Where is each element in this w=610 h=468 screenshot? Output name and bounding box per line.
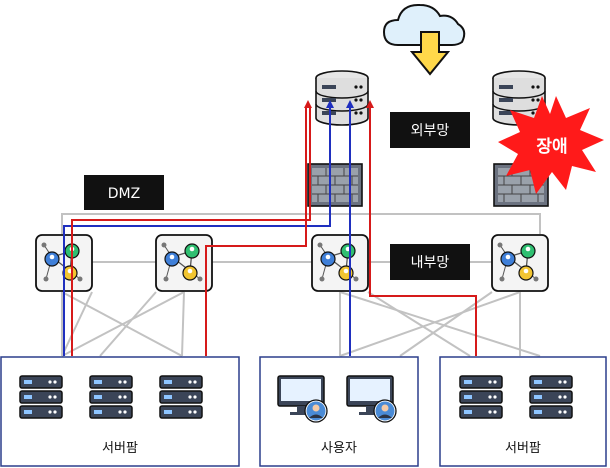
server-rack-icon: [89, 375, 133, 419]
external-network-label: 외부망: [390, 112, 470, 148]
failure-burst-icon: 장애: [498, 96, 604, 194]
users-zone: 사용자: [259, 356, 419, 467]
server-rack-icon: [459, 375, 503, 419]
red-traffic-path: [71, 108, 477, 356]
zone-label: 서버팜: [505, 441, 541, 456]
server-rack-icon: [529, 375, 573, 419]
blue-arrow-head: [346, 100, 354, 108]
database-server-icon: [315, 70, 369, 126]
internal-network-text: 내부망: [411, 255, 450, 271]
red-arrow-head: [304, 100, 312, 108]
zone-label: 서버팜: [102, 441, 138, 456]
dmz-label-text: DMZ: [108, 186, 140, 202]
network-switch-icon: [155, 234, 213, 292]
blue-traffic-path: [63, 108, 351, 356]
internal-network-label: 내부망: [390, 244, 470, 280]
external-network-text: 외부망: [411, 123, 450, 139]
red-arrow-head: [366, 100, 374, 108]
server-rack-icon: [159, 375, 203, 419]
firewall-icon: [307, 163, 363, 207]
server-farm-left-zone: 서버팜: [0, 356, 240, 467]
server-rack-icon: [19, 375, 63, 419]
failure-label: 장애: [536, 137, 567, 157]
server-farm-right-zone: 서버팜: [439, 356, 607, 467]
zone-label: 사용자: [321, 441, 357, 456]
network-switch-icon: [491, 234, 549, 292]
network-links: [61, 213, 541, 357]
blue-arrow-head: [326, 100, 334, 108]
cloud-download-icon: [382, 3, 466, 76]
network-switch-icon: [311, 234, 369, 292]
dmz-label: DMZ: [84, 175, 164, 210]
